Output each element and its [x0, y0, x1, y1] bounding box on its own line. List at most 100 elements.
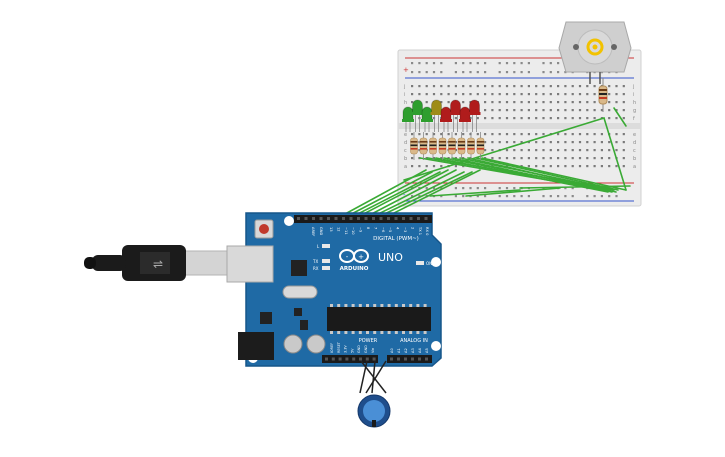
power-pin-label: Vin [371, 348, 375, 353]
on-label: ON [426, 261, 432, 266]
row-letter-right: c [633, 148, 636, 154]
digital-pin-label: ~5 [388, 227, 392, 232]
row-letter-right: i [633, 92, 634, 98]
power-pin-label: GND [357, 345, 361, 353]
power-header[interactable] [322, 355, 378, 363]
resistor[interactable] [419, 132, 428, 160]
analog-pin-label: A4 [418, 348, 422, 353]
analog-pin-label: A0 [390, 348, 394, 353]
digital-pin-label: 12 [336, 227, 340, 232]
row-letter-right: j [632, 84, 634, 90]
arduino-logo-icon: - + [339, 249, 369, 263]
digital-pin-label: ~9 [359, 227, 363, 233]
wire[interactable] [475, 157, 619, 191]
wire[interactable] [345, 171, 441, 221]
atmega-chip [327, 307, 431, 331]
row-letter-right: g [633, 108, 636, 114]
resistor[interactable] [457, 132, 466, 160]
wire[interactable] [465, 187, 561, 197]
analog-label: ANALOG IN [400, 338, 428, 344]
wire[interactable] [359, 169, 457, 221]
digital-label: DIGITAL (PWM~) [373, 236, 419, 242]
digital-pin-label: 2 [410, 227, 414, 229]
wire[interactable] [481, 157, 627, 191]
wire[interactable] [339, 171, 433, 221]
l-led-label: L [317, 244, 320, 249]
row-letter-right: f [633, 116, 635, 122]
analog-header[interactable] [387, 355, 432, 363]
led[interactable] [430, 99, 443, 132]
power-pin-label: 3.3V [344, 345, 348, 353]
motor-shaft-icon [586, 38, 604, 56]
digital-pin-label: ~3 [403, 227, 407, 232]
dc-motor[interactable] [558, 21, 632, 84]
brand-label: ARDUINO [340, 266, 369, 272]
rail-plus-label: + [403, 66, 409, 74]
wire[interactable] [403, 117, 605, 181]
wire[interactable] [429, 189, 521, 197]
power-pin-label: RESET [337, 341, 341, 353]
potentiometer[interactable] [357, 360, 391, 428]
digital-pin-label: RX 0 [425, 227, 429, 236]
rail-minus-label: - [403, 191, 406, 199]
led[interactable] [449, 99, 462, 132]
led[interactable] [411, 99, 424, 132]
row-letter-left: j [403, 84, 405, 90]
power-label: POWER [359, 338, 378, 344]
analog-pin-label: A3 [411, 348, 415, 353]
usb-port [226, 245, 274, 283]
wires[interactable] [333, 107, 631, 221]
tx-label: TX [312, 259, 318, 264]
power-pin-label: IOREF [330, 343, 334, 353]
row-letter-right: d [633, 140, 636, 146]
resistor[interactable] [438, 132, 447, 160]
row-letter-right: h [633, 100, 636, 106]
wire[interactable] [379, 169, 481, 221]
resistor[interactable] [410, 132, 418, 160]
resistor[interactable] [429, 132, 437, 160]
power-pin-label: 5V [350, 348, 354, 353]
row-letter-right: e [633, 132, 636, 138]
row-letter-left: d [404, 140, 407, 146]
usb-cable[interactable]: ⇌ [84, 245, 232, 281]
resistor[interactable] [476, 132, 485, 160]
power-jack [238, 332, 274, 360]
resistor[interactable] [448, 132, 456, 160]
gnd-label: GND [319, 227, 323, 235]
usb-icon: ⇌ [153, 257, 163, 271]
row-letter-left: c [404, 148, 407, 154]
analog-pin-label: A2 [404, 348, 408, 353]
row-letter-right: a [633, 164, 636, 170]
wire[interactable] [613, 107, 627, 127]
reset-button[interactable] [259, 224, 269, 234]
row-letter-left: b [404, 156, 407, 162]
row-letter-left: i [404, 92, 405, 98]
led[interactable] [468, 99, 481, 132]
digital-pin-label: ~11 [344, 227, 348, 235]
svg-text:-: - [346, 253, 349, 261]
digital-pin-label: 13 [329, 227, 333, 232]
digital-pin-label: 4 [396, 227, 400, 230]
wire[interactable] [371, 171, 473, 221]
aref-label: AREF [311, 227, 315, 236]
led[interactable] [402, 106, 414, 132]
wire[interactable] [603, 117, 627, 191]
power-pin-label: GND [364, 345, 368, 353]
digital-pin-label: 7 [373, 227, 377, 229]
digital-pin-label: TX 1 [418, 226, 422, 235]
analog-pin-label: A1 [397, 348, 401, 353]
digital-pin-label: 8 [366, 227, 370, 230]
wire[interactable] [351, 169, 449, 221]
analog-pin-label: A5 [425, 348, 429, 353]
led-array[interactable] [402, 99, 485, 160]
row-letter-left: e [404, 132, 407, 138]
digital-header[interactable] [294, 215, 432, 223]
digital-pin-label: ~6 [381, 227, 385, 233]
row-letter-left: a [404, 164, 407, 170]
resistor[interactable] [467, 132, 475, 160]
wire[interactable] [519, 185, 631, 189]
wire[interactable] [365, 171, 465, 221]
motor-resistor[interactable] [598, 78, 608, 112]
